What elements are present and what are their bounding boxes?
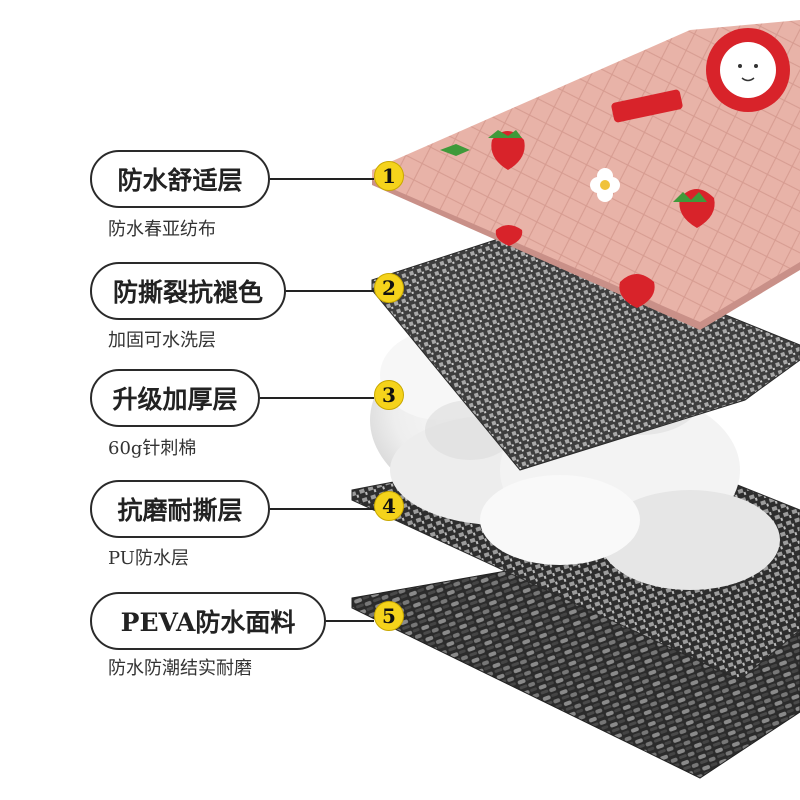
layer-1-title: 防水舒适层: [90, 150, 270, 208]
layer-4-number-badge: 4: [374, 491, 404, 521]
layer-4-title: 抗磨耐撕层: [90, 480, 270, 538]
layer-3-number-badge: 3: [374, 380, 404, 410]
layer-5-number-badge: 5: [374, 601, 404, 631]
layer-5-connector: [326, 620, 374, 622]
layer-5-title: PEVA防水面料: [90, 592, 326, 650]
layer-2-title: 防撕裂抗褪色: [90, 262, 286, 320]
layer-3-title: 升级加厚层: [90, 369, 260, 427]
layer-4-subtitle: PU防水层: [108, 548, 189, 569]
layer-2-connector: [286, 290, 374, 292]
layer-5-subtitle: 防水防潮结实耐磨: [108, 658, 252, 679]
layer-4-connector: [270, 508, 374, 510]
layer-1-subtitle: 防水春亚纺布: [108, 219, 216, 240]
layer-2-number-badge: 2: [374, 273, 404, 303]
layer-1-pink-fabric: [372, 20, 800, 330]
layer-1-number-badge: 1: [374, 161, 404, 191]
layer-3-subtitle: 60g针刺棉: [108, 438, 197, 459]
layer-1-connector: [270, 178, 374, 180]
layer-2-subtitle: 加固可水洗层: [108, 330, 216, 351]
layer-3-connector: [260, 397, 374, 399]
